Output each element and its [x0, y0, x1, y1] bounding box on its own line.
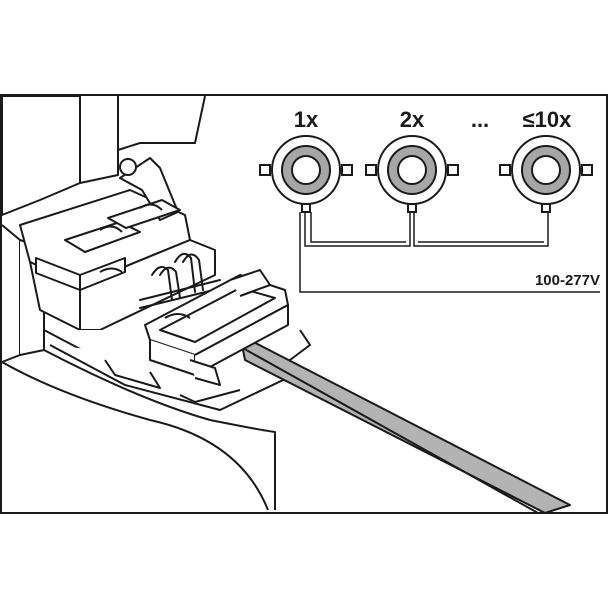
label-count-max: ≤10x — [523, 107, 573, 132]
downlight-icon — [499, 135, 593, 213]
downlight-icon — [365, 135, 459, 213]
label-count-1: 1x — [294, 107, 319, 132]
luminaire-housing — [1, 95, 276, 511]
label-count-2: 2x — [400, 107, 425, 132]
wiring-lines — [299, 212, 600, 293]
connector-icon — [144, 269, 289, 386]
downlight-icon — [259, 135, 353, 213]
label-voltage: 100-277V — [535, 272, 600, 289]
label-ellipsis: ... — [471, 107, 489, 132]
cable-icon — [231, 334, 571, 514]
